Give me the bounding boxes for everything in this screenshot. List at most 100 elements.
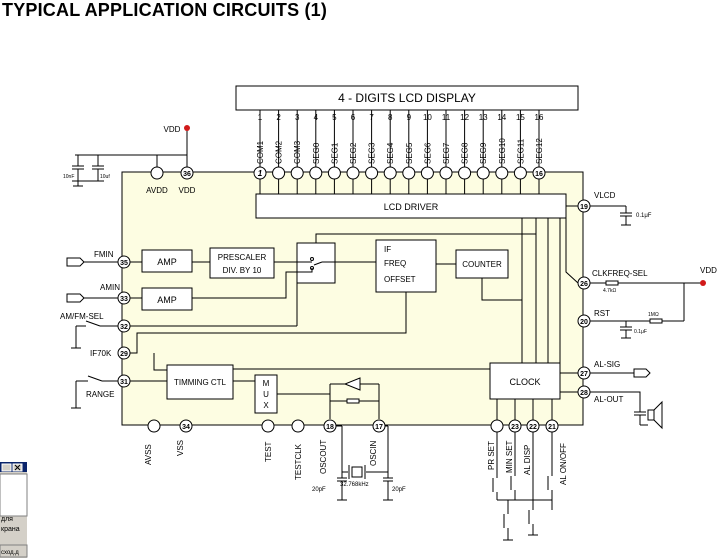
svg-text:TESTCLK: TESTCLK — [294, 443, 303, 480]
chip-top-pin — [476, 166, 490, 180]
lcd-pin-label: SEG5 — [405, 142, 414, 164]
lcd-pin-number: 12 — [460, 113, 469, 122]
speaker-icon — [647, 409, 655, 421]
pin-oscin: 17 OSCIN — [369, 419, 386, 466]
pin-amin: 33 AMIN — [66, 283, 131, 305]
svg-text:AMP: AMP — [157, 295, 177, 305]
chip-pin-16-label: 16 — [535, 171, 543, 178]
amp-block-1 — [141, 249, 193, 273]
pin-min-set: 23 MIN SET — [505, 399, 522, 473]
pin-al-on-off: 21 AL ON/OFF — [545, 399, 568, 485]
pin-range: 31 RANGE — [71, 374, 131, 409]
clock-block — [489, 362, 561, 400]
pin-avdd: AVDD — [146, 166, 168, 195]
cap-10uf-label: 10uf — [100, 174, 110, 180]
svg-text:23: 23 — [511, 424, 519, 431]
lcd-pin-label: SEG7 — [442, 142, 451, 164]
crystal-cap1-label: 20pF — [312, 487, 326, 493]
svg-text:33: 33 — [120, 296, 128, 303]
lcd-pin-label: COM1 — [256, 140, 265, 164]
crystal-freq-label: 32.768kHz — [340, 482, 369, 488]
pin-clkfreq-sel: 26 CLKFREQ-SEL 4.7kΩ VDD — [565, 218, 717, 294]
svg-text:TIMMING CTL: TIMMING CTL — [174, 378, 227, 387]
svg-text:0.1μF: 0.1μF — [634, 329, 647, 335]
lcd-pin-number: 11 — [442, 113, 451, 122]
vdd-dot-right — [700, 280, 706, 286]
svg-text:RST: RST — [594, 309, 610, 318]
lcd-pin-label: SEG3 — [368, 142, 377, 164]
crystal-cap2-label: 20pF — [392, 487, 406, 493]
counter-block — [455, 249, 509, 279]
svg-text:AL-SIG: AL-SIG — [594, 360, 620, 369]
lcd-driver-block — [255, 193, 567, 219]
timming-ctl-block — [166, 364, 234, 400]
svg-text:4.7kΩ: 4.7kΩ — [603, 288, 616, 294]
lcd-pin-number: 8 — [388, 113, 393, 122]
lcd-pin-number: 5 — [332, 113, 337, 122]
svg-text:X: X — [263, 401, 269, 410]
lcd-pin-label: SEG1 — [330, 142, 339, 164]
chip-top-pin — [327, 166, 341, 180]
svg-text:AVSS: AVSS — [144, 444, 153, 465]
pin-test: TEST — [261, 419, 275, 462]
svg-text:AMIN: AMIN — [100, 283, 120, 292]
lcd-pin-label: SEG8 — [461, 142, 470, 164]
chip-top-pin — [309, 166, 323, 180]
lcd-pin-label: SEG2 — [349, 142, 358, 164]
chip-top-pin — [272, 166, 286, 180]
lcd-pin-label: COM2 — [275, 140, 284, 164]
lcd-pin-number: 16 — [535, 113, 544, 122]
pin-am-fm-sel: 32 AM/FM-SEL — [60, 312, 131, 349]
pin-al-sig: 27 AL-SIG — [560, 360, 651, 380]
svg-text:CLOCK: CLOCK — [509, 377, 540, 387]
svg-text:27: 27 — [580, 371, 588, 378]
svg-text:PRESCALER: PRESCALER — [218, 253, 267, 262]
lcd-pin-label: SEG4 — [386, 142, 395, 164]
svg-text:AL-OUT: AL-OUT — [594, 395, 623, 404]
svg-text:0.1μF: 0.1μF — [636, 213, 652, 219]
if-freq-offset-block — [375, 239, 437, 293]
push-switches — [492, 432, 553, 541]
lcd-pin-number: 1 — [258, 113, 263, 122]
svg-text:VDD: VDD — [179, 186, 196, 195]
svg-text:1MΩ: 1MΩ — [648, 312, 659, 318]
svg-text:VLCD: VLCD — [594, 191, 616, 200]
lcd-pin-number: 14 — [497, 113, 506, 122]
svg-text:19: 19 — [580, 204, 588, 211]
pin-avss: AVSS — [144, 419, 161, 465]
chip-top-pin — [439, 166, 453, 180]
pin-al-out: 28 AL-OUT — [560, 385, 663, 430]
chip-top-pin — [513, 166, 527, 180]
lcd-pin-number: 7 — [369, 113, 374, 122]
svg-text:для: для — [1, 516, 13, 523]
svg-text:крана: крана — [1, 526, 20, 533]
lcd-driver-label: LCD DRIVER — [384, 202, 439, 212]
lcd-display-box — [235, 85, 579, 111]
osc-resistor — [346, 398, 360, 404]
svg-text:VSS: VSS — [176, 440, 185, 456]
pin-vlcd: 19 VLCD 0.1μF — [566, 191, 652, 226]
svg-text:FMIN: FMIN — [94, 250, 114, 259]
svg-text:U: U — [263, 390, 269, 399]
lcd-pin-number: 2 — [276, 113, 281, 122]
svg-text:28: 28 — [580, 390, 588, 397]
chip-top-pin — [495, 166, 509, 180]
svg-text:OSCOUT: OSCOUT — [319, 440, 328, 474]
pin-al-disp: 22 AL DISP — [523, 399, 540, 475]
svg-text:сход.д: сход.д — [1, 550, 19, 556]
lcd-pin-number: 15 — [516, 113, 525, 122]
lcd-pin-number: 9 — [407, 113, 412, 122]
svg-text:IF: IF — [384, 245, 391, 254]
svg-text:AL ON/OFF: AL ON/OFF — [559, 443, 568, 485]
lcd-pin-number: 3 — [295, 113, 300, 122]
svg-text:MIN SET: MIN SET — [505, 440, 514, 473]
amp-block-2 — [141, 287, 193, 311]
window-minimize-button[interactable] — [1, 463, 12, 472]
svg-text:34: 34 — [182, 424, 190, 431]
chip-top-pin — [346, 166, 360, 180]
window-button[interactable] — [0, 544, 28, 558]
svg-text:AM/FM-SEL: AM/FM-SEL — [60, 312, 104, 321]
svg-text:RANGE: RANGE — [86, 390, 114, 399]
svg-text:PR SET: PR SET — [487, 441, 496, 470]
